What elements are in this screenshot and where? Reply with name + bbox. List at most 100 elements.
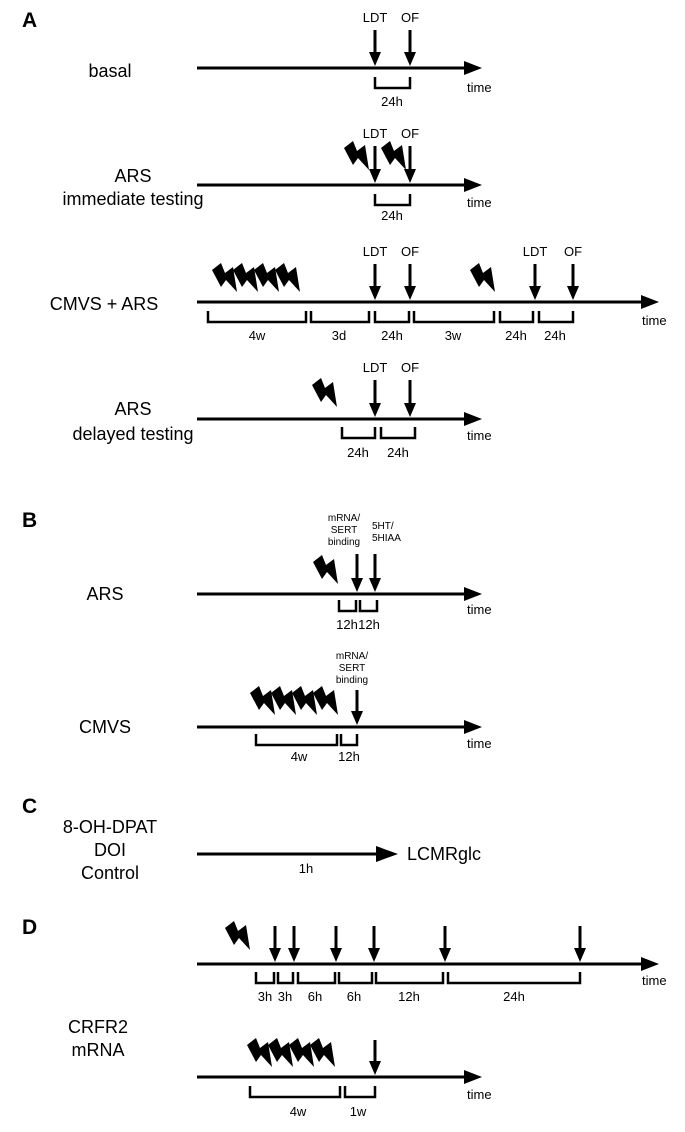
d-interval-3h-2: 3h	[278, 989, 292, 1004]
ars-immediate-of-arrow-head-icon	[404, 169, 416, 183]
cmvs-ars-bracket-4	[412, 311, 496, 324]
ars-delayed-label-1: ARS	[114, 399, 151, 419]
b-ars-5ht-label-2: 5HIAA	[372, 533, 401, 544]
c-label-3: Control	[81, 863, 139, 883]
ars-delayed-ldt-label: LDT	[363, 360, 388, 375]
d-interval-6h-2: 6h	[347, 989, 361, 1004]
d-acute-bolt-icon	[225, 921, 250, 950]
ars-delayed-bracket-1	[340, 427, 377, 440]
basal-axis-arrowhead-icon	[464, 61, 482, 75]
d-chronic-arrow-head-icon	[369, 1061, 381, 1075]
d-interval-24h: 24h	[503, 989, 525, 1004]
basal-ldt-arrow-head-icon	[369, 52, 381, 66]
ars-immediate-time-label: time	[467, 195, 492, 210]
b-ars-5ht-arrow-head-icon	[369, 578, 381, 592]
b-cmvs-bracket-2	[339, 734, 359, 747]
d-acute-bracket-3	[296, 972, 337, 985]
ars-immediate-24h-bracket	[373, 194, 412, 207]
d-chronic-time-label: time	[467, 1087, 492, 1102]
b-cmvs-interval-2: 12h	[338, 749, 360, 764]
d-acute-bracket-4	[337, 972, 374, 985]
ars-delayed-time-label: time	[467, 428, 492, 443]
c-label-1: 8-OH-DPAT	[63, 817, 157, 837]
cmvs-ars-of2-label: OF	[564, 244, 582, 259]
ars-delayed-bracket-2	[379, 427, 417, 440]
cmvs-ars-of1-arrow-head-icon	[404, 286, 416, 300]
b-cmvs-mrna-label-3: binding	[336, 675, 368, 686]
c-interval-label: 1h	[299, 861, 313, 876]
d-acute-arrow-6-head-icon	[574, 948, 586, 962]
d-interval-3h-1: 3h	[258, 989, 272, 1004]
cmvs-ars-bolt-2-icon	[233, 263, 258, 292]
cmvs-ars-bolt-4-icon	[275, 263, 300, 292]
cmvs-ars-interval-4w: 4w	[249, 328, 266, 343]
b-cmvs-bolt-1-icon	[250, 686, 275, 715]
b-cmvs-bolt-3-icon	[292, 686, 317, 715]
b-cmvs-bracket-1	[254, 734, 339, 747]
b-ars-bolt-icon	[313, 555, 338, 584]
ars-immediate-ldt-arrow-head-icon	[369, 169, 381, 183]
c-result-label: LCMRglc	[407, 844, 481, 864]
d-chronic-axis-arrowhead-icon	[464, 1070, 482, 1084]
d-acute-bracket-5	[374, 972, 445, 985]
b-cmvs-bolt-4-icon	[313, 686, 338, 715]
b-ars-interval-1: 12h	[336, 617, 358, 632]
cmvs-ars-ldt2-label: LDT	[523, 244, 548, 259]
panel-c-label: C	[22, 795, 37, 818]
b-cmvs-bolt-2-icon	[271, 686, 296, 715]
b-cmvs-mrna-label-1: mRNA/	[336, 651, 368, 662]
d-chronic-bracket-2	[343, 1086, 377, 1099]
cmvs-ars-interval-3w: 3w	[445, 328, 462, 343]
b-ars-time-label: time	[467, 602, 492, 617]
ars-immediate-bolt-1-icon	[344, 141, 369, 170]
d-acute-time-label: time	[642, 973, 667, 988]
cmvs-ars-bolt-3-icon	[254, 263, 279, 292]
d-label-2: mRNA	[72, 1040, 125, 1060]
ars-delayed-interval-1: 24h	[347, 445, 369, 460]
panel-a-label: A	[22, 9, 37, 32]
ars-delayed-label-2: delayed testing	[72, 424, 193, 444]
d-acute-arrow-3-head-icon	[330, 948, 342, 962]
d-acute-bracket-2	[276, 972, 295, 985]
d-chronic-bolt-2-icon	[268, 1038, 293, 1067]
c-axis-arrowhead-icon	[376, 846, 398, 862]
d-acute-bracket-6	[446, 972, 582, 985]
ars-immediate-ldt-label: LDT	[363, 126, 388, 141]
d-chronic-bracket-1	[248, 1086, 342, 1099]
b-cmvs-time-label: time	[467, 736, 492, 751]
b-ars-mrna-arrow-head-icon	[351, 578, 363, 592]
ars-delayed-interval-2: 24h	[387, 445, 409, 460]
b-ars-axis-arrowhead-icon	[464, 587, 482, 601]
ars-immediate-label-2: immediate testing	[62, 189, 203, 209]
basal-label: basal	[88, 61, 131, 81]
b-cmvs-mrna-arrow-head-icon	[351, 711, 363, 725]
ars-immediate-interval-label: 24h	[381, 208, 403, 223]
cmvs-ars-interval-24h-2: 24h	[505, 328, 527, 343]
cmvs-ars-ldt1-label: LDT	[363, 244, 388, 259]
cmvs-ars-interval-3d: 3d	[332, 328, 346, 343]
d-interval-1w: 1w	[350, 1104, 367, 1119]
b-ars-mrna-label-1: mRNA/	[328, 513, 360, 524]
ars-immediate-of-label: OF	[401, 126, 419, 141]
cmvs-ars-bracket-5	[498, 311, 535, 324]
d-acute-bracket-1	[254, 972, 276, 985]
panel-b-label: B	[22, 509, 37, 532]
b-cmvs-mrna-label-2: SERT	[339, 663, 366, 674]
d-acute-arrow-2-head-icon	[288, 948, 300, 962]
panel-d-label: D	[22, 916, 37, 939]
d-acute-arrow-4-head-icon	[368, 948, 380, 962]
b-ars-label: ARS	[86, 584, 123, 604]
b-ars-bracket-2	[358, 600, 379, 613]
d-acute-axis-arrowhead-icon	[641, 957, 659, 971]
cmvs-ars-ldt1-arrow-head-icon	[369, 286, 381, 300]
d-chronic-bolt-1-icon	[247, 1038, 272, 1067]
ars-delayed-ldt-arrow-head-icon	[369, 403, 381, 417]
cmvs-ars-bracket-1	[206, 311, 308, 324]
b-cmvs-axis-arrowhead-icon	[464, 720, 482, 734]
cmvs-ars-time-label: time	[642, 313, 667, 328]
d-interval-12h: 12h	[398, 989, 420, 1004]
basal-ldt-label: LDT	[363, 10, 388, 25]
b-ars-bracket-1	[337, 600, 358, 613]
basal-interval-label: 24h	[381, 94, 403, 109]
